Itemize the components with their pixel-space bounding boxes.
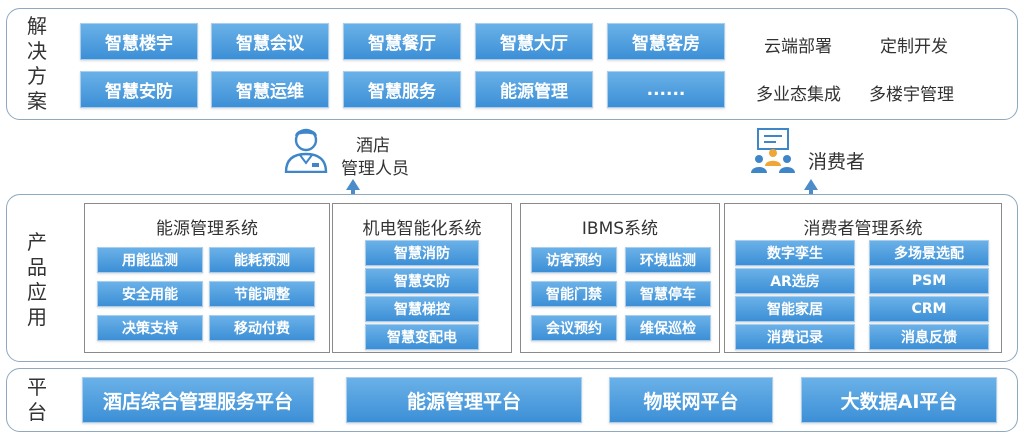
solution-energy-management[interactable]: 能源管理 bbox=[475, 71, 593, 108]
platform-label: 平 台 bbox=[22, 372, 52, 428]
consumer-item-digital-twin[interactable]: 数字孪生 bbox=[735, 240, 855, 266]
platform-label-char: 平 bbox=[27, 375, 47, 399]
solution-more[interactable]: ...... bbox=[607, 71, 725, 108]
energy-item-decision-support[interactable]: 决策支持 bbox=[97, 315, 203, 341]
solutions-label-char: 案 bbox=[27, 89, 47, 113]
consumer-system-panel: 消费者管理系统 数字孪生 多场景选配 AR选房 PSM 智能家居 CRM 消费记… bbox=[724, 203, 1002, 353]
platform-label-char: 台 bbox=[27, 400, 47, 424]
energy-item-consumption-forecast[interactable]: 能耗预测 bbox=[209, 247, 315, 273]
mep-system-panel: 机电智能化系统 智慧消防 智慧安防 智慧梯控 智慧变配电 bbox=[332, 203, 512, 353]
hotel-staff-icon bbox=[284, 128, 328, 173]
products-label: 产 品 应 用 bbox=[22, 228, 52, 332]
solutions-label-char: 解 bbox=[27, 14, 47, 38]
platform-energy-management[interactable]: 能源管理平台 bbox=[346, 377, 582, 423]
ibms-item-maintenance[interactable]: 维保巡检 bbox=[625, 315, 711, 341]
mep-item-elevator[interactable]: 智慧梯控 bbox=[365, 296, 479, 322]
consumer-item-message-feedback[interactable]: 消息反馈 bbox=[869, 324, 989, 350]
solution-smart-service[interactable]: 智慧服务 bbox=[343, 71, 461, 108]
feature-multi-building: 多楼宇管理 bbox=[869, 85, 954, 105]
energy-item-safe-usage[interactable]: 安全用能 bbox=[97, 281, 203, 307]
staff-label-line2: 管理人员 bbox=[341, 159, 409, 179]
ibms-item-parking[interactable]: 智慧停车 bbox=[625, 281, 711, 307]
consumer-item-smart-home[interactable]: 智能家居 bbox=[735, 296, 855, 322]
consumer-item-psm[interactable]: PSM bbox=[869, 268, 989, 294]
solutions-label-char: 决 bbox=[27, 39, 47, 63]
products-label-char: 产 bbox=[27, 230, 47, 254]
solution-smart-operation[interactable]: 智慧运维 bbox=[211, 71, 329, 108]
panel-title: IBMS系统 bbox=[581, 219, 659, 239]
consumer-item-consumption-record[interactable]: 消费记录 bbox=[735, 324, 855, 350]
mep-item-power-distribution[interactable]: 智慧变配电 bbox=[365, 324, 479, 350]
solution-smart-restaurant[interactable]: 智慧餐厅 bbox=[343, 23, 461, 60]
feature-cloud-deploy: 云端部署 bbox=[764, 37, 832, 57]
solutions-label: 解 决 方 案 bbox=[22, 14, 52, 114]
mep-item-security[interactable]: 智慧安防 bbox=[365, 268, 479, 294]
solution-smart-lobby[interactable]: 智慧大厅 bbox=[475, 23, 593, 60]
energy-item-saving-adjust[interactable]: 节能调整 bbox=[209, 281, 315, 307]
staff-label-line1: 酒店 bbox=[356, 136, 390, 156]
consumer-item-multi-scene[interactable]: 多场景选配 bbox=[869, 240, 989, 266]
energy-item-mobile-pay[interactable]: 移动付费 bbox=[209, 315, 315, 341]
ibms-item-env-monitor[interactable]: 环境监测 bbox=[625, 247, 711, 273]
solution-smart-building[interactable]: 智慧楼宇 bbox=[80, 23, 198, 60]
panel-title: 消费者管理系统 bbox=[803, 219, 923, 239]
ibms-system-panel: IBMS系统 访客预约 环境监测 智能门禁 智慧停车 会议预约 维保巡检 bbox=[520, 203, 720, 353]
platform-hotel-management[interactable]: 酒店综合管理服务平台 bbox=[82, 377, 314, 423]
products-label-char: 用 bbox=[27, 305, 47, 329]
solutions-label-char: 方 bbox=[27, 64, 47, 88]
energy-system-panel: 能源管理系统 用能监测 能耗预测 安全用能 节能调整 决策支持 移动付费 bbox=[84, 203, 330, 353]
mep-item-fire[interactable]: 智慧消防 bbox=[365, 240, 479, 266]
panel-title: 能源管理系统 bbox=[156, 219, 258, 239]
ibms-item-visitor-booking[interactable]: 访客预约 bbox=[531, 247, 617, 273]
consumer-group-icon bbox=[751, 128, 795, 173]
consumer-label: 消费者 bbox=[808, 151, 866, 173]
ibms-item-access-control[interactable]: 智能门禁 bbox=[531, 281, 617, 307]
platform-big-data-ai[interactable]: 大数据AI平台 bbox=[801, 377, 997, 423]
consumer-item-ar-room[interactable]: AR选房 bbox=[735, 268, 855, 294]
platform-iot[interactable]: 物联网平台 bbox=[609, 377, 773, 423]
energy-item-usage-monitor[interactable]: 用能监测 bbox=[97, 247, 203, 273]
solution-smart-room[interactable]: 智慧客房 bbox=[607, 23, 725, 60]
panel-title: 机电智能化系统 bbox=[362, 219, 482, 239]
ibms-item-meeting-booking[interactable]: 会议预约 bbox=[531, 315, 617, 341]
products-label-char: 品 bbox=[27, 255, 47, 279]
products-label-char: 应 bbox=[27, 280, 47, 304]
feature-multi-business: 多业态集成 bbox=[756, 85, 841, 105]
feature-custom-dev: 定制开发 bbox=[880, 37, 948, 57]
consumer-item-crm[interactable]: CRM bbox=[869, 296, 989, 322]
solution-smart-security[interactable]: 智慧安防 bbox=[80, 71, 198, 108]
solution-smart-meeting[interactable]: 智慧会议 bbox=[211, 23, 329, 60]
